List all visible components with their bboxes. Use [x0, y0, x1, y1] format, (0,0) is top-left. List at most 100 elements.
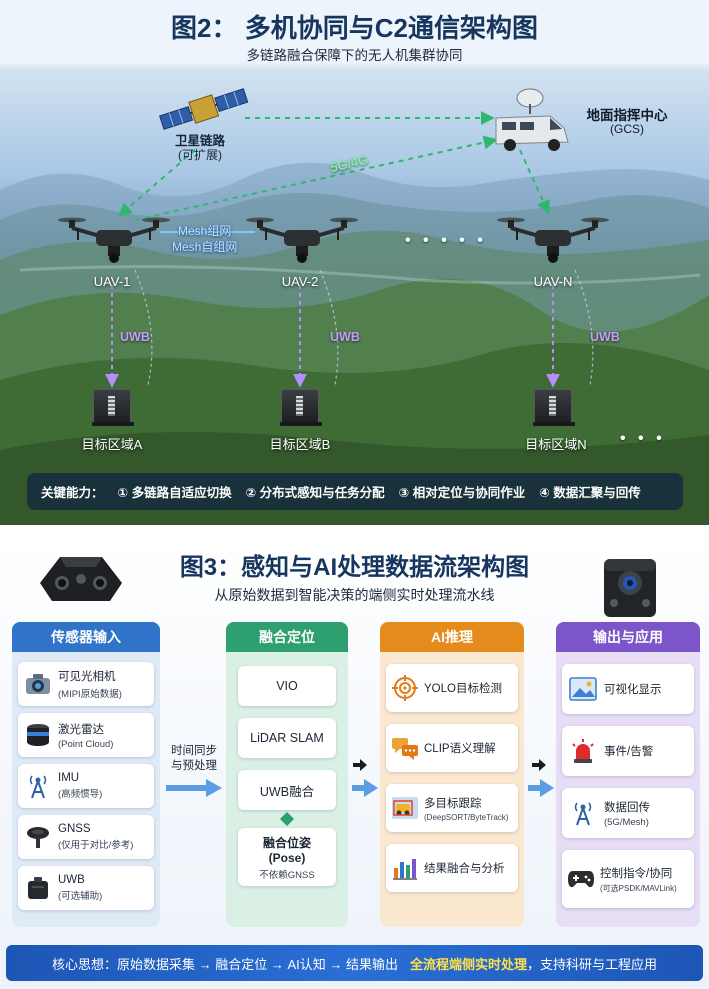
key-capability-2: ② 分布式感知与任务分配: [245, 486, 385, 500]
core-idea-lead: 核心思想：原始数据采集 → 融合定位 → AI认知 → 结果输出: [52, 956, 398, 972]
figure-3-panel: 图3：感知与AI处理数据流架构图 从原始数据到智能决策的端侧实时处理流水线 传感…: [0, 537, 709, 989]
output-control-label: 控制指令/协同: [600, 867, 673, 880]
fusion-vio-label: VIO: [276, 679, 298, 693]
fusion-card-uwb: UWB融合: [238, 770, 336, 810]
bar-chart-icon: [386, 856, 424, 880]
fusion-lidar-slam-label: LiDAR SLAM: [250, 731, 324, 745]
small-arrow-2: [353, 759, 367, 771]
target-area-b-label: 目标区域B: [269, 437, 331, 452]
sensor-uwb-name: UWB: [58, 874, 85, 886]
ai-fusion-analysis-label: 结果融合与分析: [424, 863, 505, 875]
gcs-van-icon: [495, 88, 569, 151]
output-alarm-label: 事件/告警: [604, 746, 654, 758]
output-card-visualization: 可视化显示: [562, 664, 694, 714]
lidar-icon: [18, 723, 58, 747]
sensor-lidar-sub: (Point Cloud): [58, 738, 114, 750]
compute-module-device-icon: [604, 559, 656, 617]
figure-2-subtitle: 多链路融合保障下的无人机集群协同: [246, 48, 463, 63]
core-idea-tail: ，支持科研与工程应用: [526, 956, 657, 972]
ai-tracking-label: 多目标跟踪: [424, 797, 482, 810]
sensor-imu-sub: (高频惯导): [58, 789, 103, 800]
ai-card-fusion-analysis: 结果融合与分析: [386, 844, 518, 892]
column-output-application: 输出与应用 可视化显示 事件/告警 数据回传 (5G/Mesh) 控制指令/协同 (…: [556, 622, 700, 927]
ai-tracking-sub: (DeepSORT/ByteTrack): [424, 812, 509, 822]
sensor-uwb-sub: (可选辅助): [58, 891, 103, 902]
satellite-icon: [159, 88, 249, 130]
ai-yolo-label: YOLO目标检测: [424, 683, 502, 695]
satellite-link-label: 卫星链路: [174, 134, 225, 148]
core-idea-bar: 核心思想：原始数据采集 → 融合定位 → AI认知 → 结果输出 全流程端侧实时…: [6, 945, 703, 981]
sync-label-line-1: 时间同步: [171, 745, 217, 757]
image-icon: [562, 677, 604, 701]
output-card-alarm: 事件/告警: [562, 726, 694, 776]
key-capability-1: ① 多链路自适应切换: [117, 486, 232, 500]
gamepad-icon: [562, 869, 600, 889]
column-ai-header: AI推理: [380, 622, 524, 652]
sensor-camera-sub: (MIPI原始数据): [58, 689, 122, 700]
target-device-n: [533, 389, 575, 426]
output-visualization-label: 可视化显示: [604, 684, 662, 696]
uwb-module-icon: [18, 875, 58, 901]
sensor-card-uwb: UWB (可选辅助): [18, 866, 154, 910]
pose-line-1: 融合位姿: [262, 835, 311, 850]
uwb-label-a: UWB: [120, 330, 150, 344]
uav-n-drone-icon: [497, 217, 609, 263]
uav-2-label: UAV-2: [281, 274, 319, 289]
uav-1-drone-icon: [58, 217, 170, 263]
ai-clip-label: CLIP语义理解: [424, 743, 496, 755]
sensor-card-lidar: 激光雷达 (Point Cloud): [18, 713, 154, 757]
uav-n-label: UAV-N: [533, 274, 573, 289]
gcs-label: 地面指挥中心: [586, 108, 668, 123]
target-icon: [386, 675, 424, 701]
sensor-imu-name: IMU: [58, 772, 80, 784]
fusion-uwb-label: UWB融合: [259, 784, 315, 799]
sensor-card-gnss: GNSS(仅用于对比/参考): [18, 815, 154, 859]
flow-arrow-3: [528, 779, 554, 797]
mesh-label-2: Mesh自组网: [172, 240, 238, 254]
target-area-a-label: 目标区域A: [81, 437, 143, 452]
ai-card-clip: CLIP语义理解: [386, 724, 518, 772]
figure-3-subtitle: 从原始数据到智能决策的端侧实时处理流水线: [214, 587, 495, 603]
gcs-uavn-link: [519, 149, 550, 215]
mesh-label-1: Mesh组网: [178, 224, 232, 238]
cellular-link: [134, 135, 498, 221]
uav-2-drone-icon: [246, 217, 358, 263]
camera-icon: [18, 673, 58, 695]
column-sensor-input: 传感器输入 可见光相机(MIPI原始数据) 激光雷达(Point Cloud) …: [12, 622, 160, 927]
antenna-icon: [18, 773, 58, 799]
sensor-card-camera: 可见光相机(MIPI原始数据): [18, 662, 154, 706]
fusion-card-vio: VIO: [238, 666, 336, 706]
output-control-sub: (可选PSDK/MAVLink): [600, 883, 677, 893]
output-backhaul-label: 数据回传: [604, 801, 650, 814]
sensor-gnss-name: GNSS: [58, 823, 91, 835]
figure-3-title: 图3：感知与AI处理数据流架构图: [179, 554, 530, 581]
column-output-header: 输出与应用: [556, 622, 700, 652]
column-fusion-header: 融合定位: [226, 622, 348, 652]
tracking-icon: [386, 795, 424, 821]
key-capability-4: ④ 数据汇聚与回传: [539, 486, 641, 500]
alarm-icon: [562, 738, 604, 764]
small-arrow-3: [532, 759, 546, 771]
sync-label: 时间同步 与预处理: [164, 744, 224, 774]
figure-2-title: 图2： 多机协同与C2通信架构图: [171, 13, 538, 43]
diamond-icon: [280, 812, 294, 826]
column-fusion-positioning: 融合定位 VIO LiDAR SLAM UWB融合 融合位姿 (Pose) 不依…: [226, 622, 348, 927]
sensor-lidar-name: 激光雷达: [58, 723, 104, 736]
satellite-uav1-link: [117, 149, 196, 217]
ai-card-yolo: YOLO目标检测: [386, 664, 518, 712]
sensor-card-imu: IMU (高频惯导): [18, 764, 154, 808]
column-ai-inference: AI推理 YOLO目标检测 CLIP语义理解 多目标跟踪 (DeepSORT/By…: [380, 622, 524, 927]
ai-card-tracking: 多目标跟踪 (DeepSORT/ByteTrack): [386, 784, 518, 832]
pose-line-2: (Pose): [268, 850, 306, 865]
fusion-pose-card: 融合位姿 (Pose) 不依赖GNSS: [238, 828, 336, 886]
uwb-label-n: UWB: [590, 330, 620, 344]
key-capabilities-bar: 关键能力： ① 多链路自适应切换 ② 分布式感知与任务分配 ③ 相对定位与协同作…: [27, 473, 683, 510]
sync-label-line-2: 与预处理: [171, 760, 217, 772]
target-area-n-label: 目标区域N: [525, 437, 587, 452]
output-card-control: 控制指令/协同 (可选PSDK/MAVLink): [562, 850, 694, 908]
gcs-sublabel: (GCS): [610, 122, 644, 136]
chat-icon: [386, 736, 424, 760]
output-backhaul-sub: (5G/Mesh): [604, 816, 649, 828]
antenna-icon: [562, 800, 604, 826]
core-idea-highlight: 全流程端侧实时处理: [409, 956, 527, 972]
